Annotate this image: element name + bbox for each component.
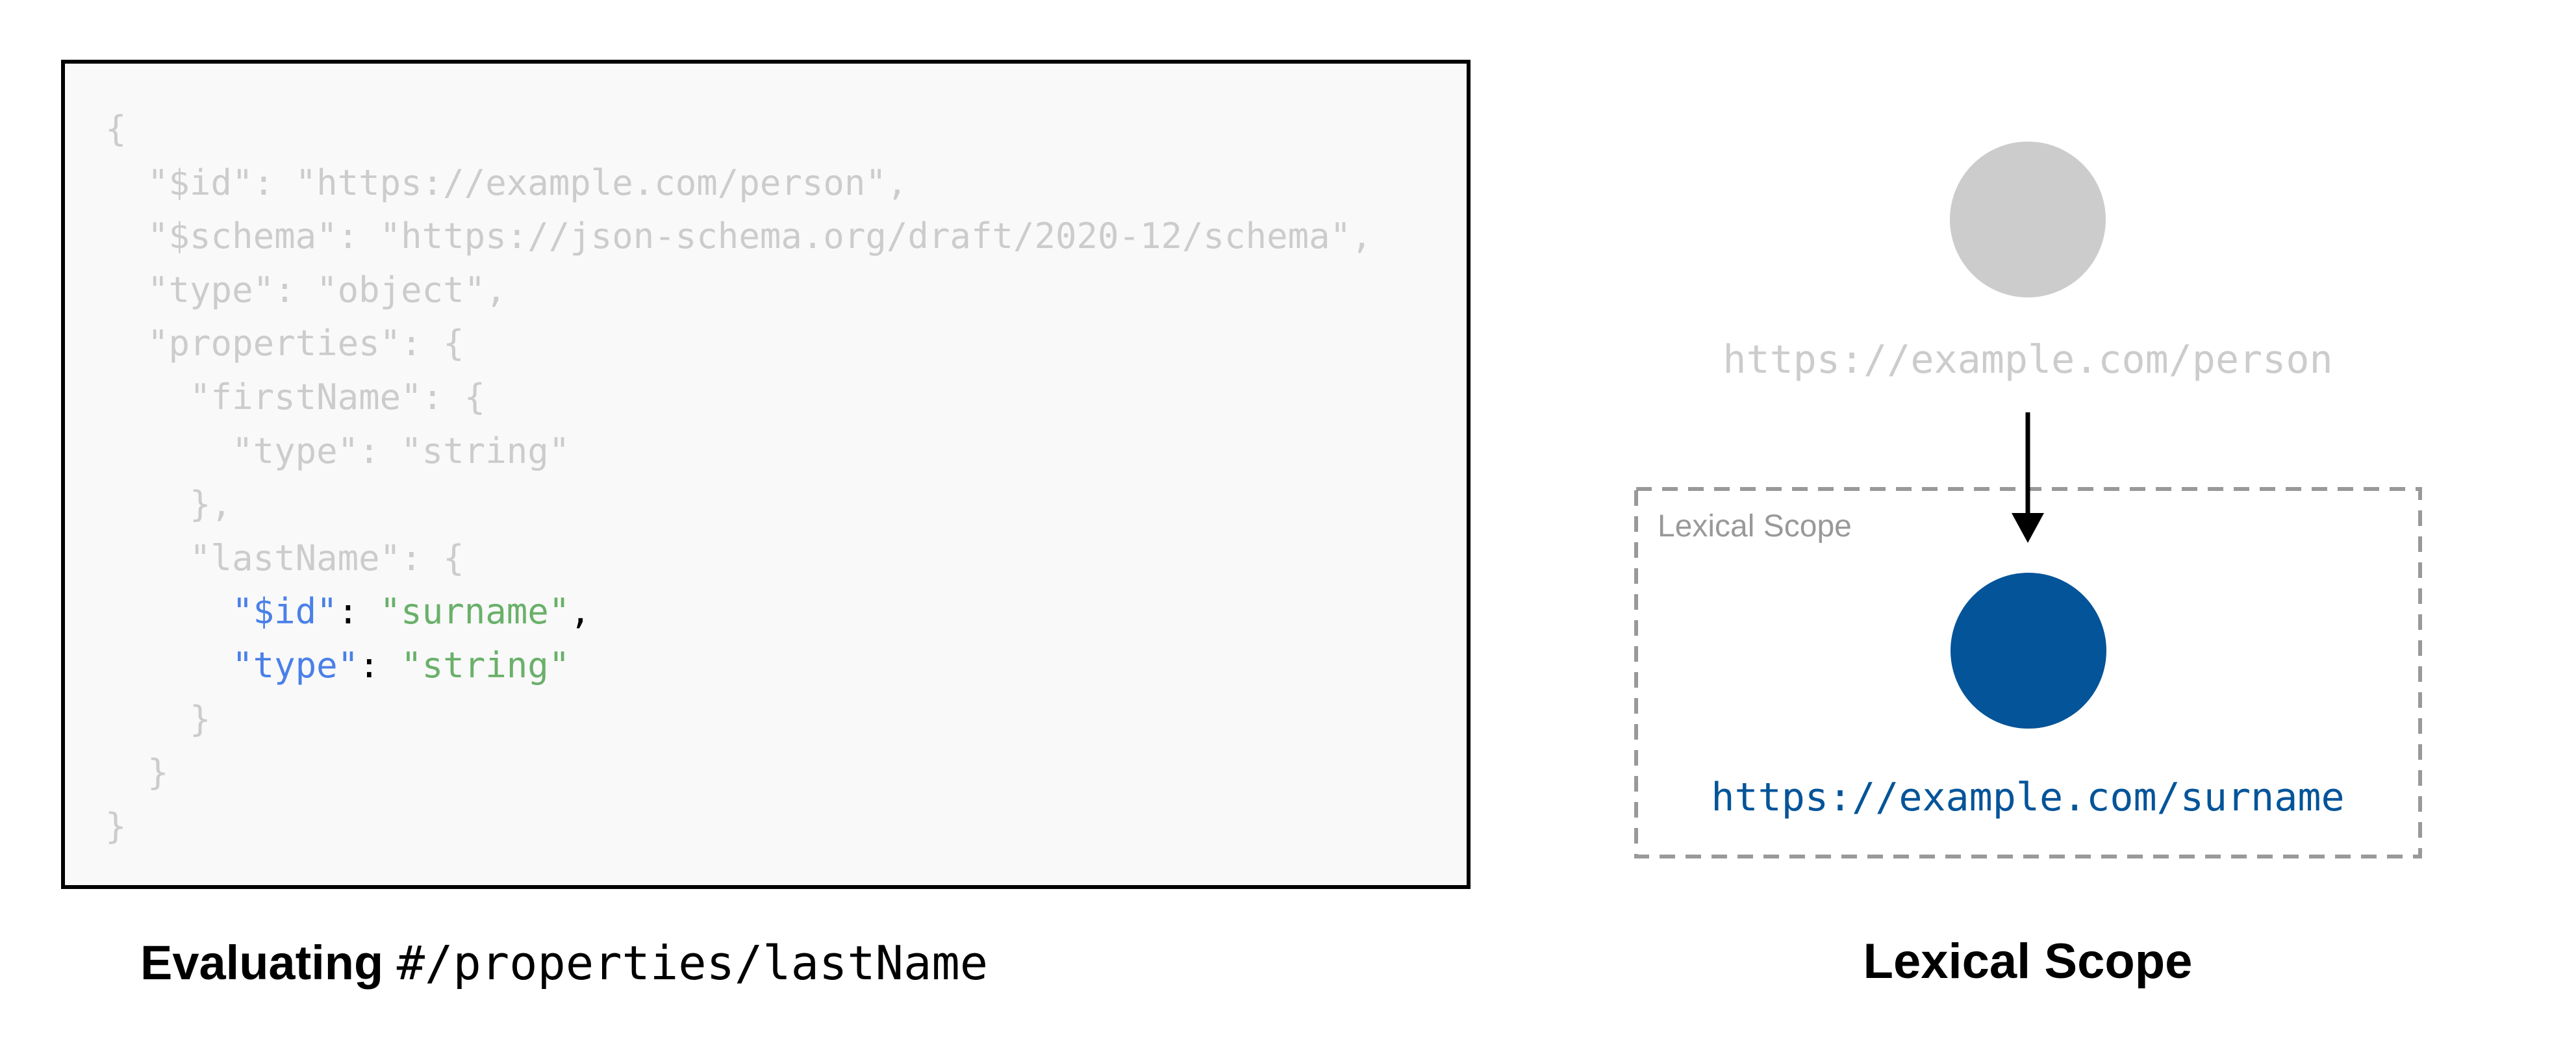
code-token-dim: }, (105, 484, 233, 525)
code-line: "$id": "https://example.com/person", (105, 156, 1372, 210)
code-line: "type": "object", (105, 264, 1372, 318)
code-line: } (105, 800, 1372, 854)
code-token-dim: } (105, 805, 127, 847)
lexical-scope-box-label: Lexical Scope (1658, 509, 1852, 544)
code-token-dim: "lastName": { (105, 537, 464, 579)
code-token-str: "string" (401, 644, 570, 686)
left-caption: Evaluating #/properties/lastName (140, 935, 988, 992)
code-line: }, (105, 478, 1372, 532)
code-token-key: "type" (232, 644, 359, 686)
code-token-dim: "properties": { (105, 323, 464, 364)
code-line: } (105, 693, 1372, 747)
code-token-str: "surname" (379, 591, 570, 632)
code-token-dim: "$id": "https://example.com/person", (105, 162, 908, 203)
code-line: "$schema": "https://json-schema.org/draf… (105, 210, 1372, 264)
code-line: { (105, 103, 1372, 156)
code-token-key: "$id" (232, 591, 338, 632)
arrow-head-icon (2012, 513, 2044, 543)
caption-json-pointer: #/properties/lastName (396, 936, 989, 990)
code-line: "lastName": { (105, 532, 1372, 586)
code-line: "$id": "surname", (105, 585, 1372, 639)
parent-uri-label: https://example.com/person (1723, 337, 2332, 382)
code-token-punct: , (570, 591, 591, 632)
code-token-dim: "type": "string" (105, 430, 570, 471)
code-token-punct: : (337, 591, 380, 632)
schema-code-panel: { "$id": "https://example.com/person", "… (61, 60, 1471, 889)
code-token-dim: } (105, 752, 169, 794)
code-token-dim: } (105, 698, 211, 740)
diagram-caption: Lexical Scope (1863, 934, 2193, 989)
code-token-dim: "$schema": "https://json-schema.org/draf… (105, 216, 1372, 257)
caption-evaluating: Evaluating (140, 936, 397, 990)
code-line: } (105, 746, 1372, 800)
code-line: "type": "string" (105, 639, 1372, 693)
code-line: "type": "string" (105, 425, 1372, 479)
code-line: "firstName": { (105, 371, 1372, 425)
child-schema-node (1951, 573, 2106, 729)
code-line: "properties": { (105, 317, 1372, 371)
code-token-punct: : (359, 644, 401, 686)
schema-code: { "$id": "https://example.com/person", "… (105, 103, 1372, 853)
parent-schema-node (1950, 142, 2106, 297)
code-token-dim: { (105, 108, 127, 149)
code-token-dim: "type": "object", (105, 269, 507, 310)
child-uri-label: https://example.com/surname (1711, 775, 2344, 820)
code-token-dim: "firstName": { (105, 376, 486, 418)
